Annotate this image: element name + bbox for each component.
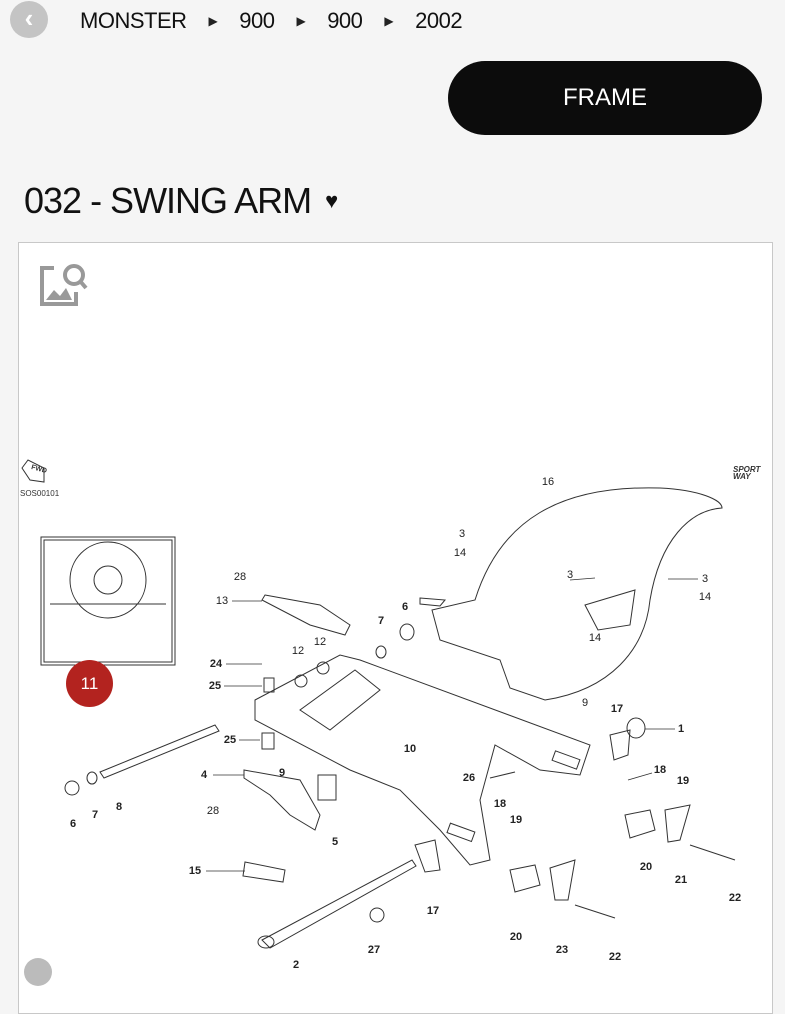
breadcrumb-item[interactable]: MONSTER [80, 8, 187, 33]
callout-label[interactable]: 3 [701, 573, 709, 585]
part-badge-11[interactable]: 11 [66, 660, 113, 707]
breadcrumb-item[interactable]: 2002 [415, 8, 463, 33]
frame-category-button[interactable]: FRAME [448, 61, 762, 135]
image-zoom-icon[interactable] [38, 262, 88, 308]
callout-label[interactable]: 7 [91, 809, 99, 821]
chevron-right-icon: ▶ [208, 14, 218, 28]
callout-label[interactable]: 25 [208, 680, 222, 692]
chevron-right-icon: ▶ [296, 14, 306, 28]
back-button[interactable]: ‹ [10, 1, 48, 38]
section-selector[interactable]: 032 - SWING ARM ♥ [24, 180, 338, 222]
callout-label[interactable]: 9 [581, 697, 589, 709]
callout-label[interactable]: 7 [377, 615, 385, 627]
callout-label[interactable]: 14 [453, 547, 467, 559]
callout-label[interactable]: 26 [462, 772, 476, 784]
callout-label[interactable]: 13 [215, 595, 229, 607]
callout-label[interactable]: 24 [209, 658, 223, 670]
callout-label[interactable]: 16 [541, 476, 555, 488]
callout-label[interactable]: 12 [291, 645, 305, 657]
callout-label[interactable]: 20 [509, 931, 523, 943]
callout-label[interactable]: 14 [698, 591, 712, 603]
page-title: 032 - SWING ARM [24, 180, 312, 221]
scroll-indicator-icon[interactable] [24, 958, 52, 986]
callout-label[interactable]: 12 [313, 636, 327, 648]
callout-label[interactable]: 25 [223, 734, 237, 746]
callout-label[interactable]: 27 [367, 944, 381, 956]
callout-label[interactable]: 22 [608, 951, 622, 963]
diagram-code: SOS00101 [20, 489, 60, 498]
diagram-panel [18, 242, 773, 1014]
callout-label[interactable]: 17 [426, 905, 440, 917]
callout-label[interactable]: 15 [188, 865, 202, 877]
callout-label[interactable]: 6 [401, 601, 409, 613]
callout-label[interactable]: 18 [493, 798, 507, 810]
chain-guard [431, 487, 723, 701]
callout-label[interactable]: 28 [233, 571, 247, 583]
callout-label[interactable]: 18 [653, 764, 667, 776]
chevron-right-icon: ▶ [384, 14, 394, 28]
fwd-arrow-icon [21, 459, 45, 483]
callout-label[interactable]: 19 [676, 775, 690, 787]
callout-label[interactable]: 14 [588, 632, 602, 644]
caret-down-icon: ♥ [325, 188, 338, 213]
callout-label[interactable]: 8 [115, 801, 123, 813]
callout-label[interactable]: 3 [458, 528, 466, 540]
inset-sprocket-image [40, 536, 176, 666]
callout-label[interactable]: 5 [331, 836, 339, 848]
breadcrumb-item[interactable]: 900 [327, 8, 363, 33]
callout-label[interactable]: 17 [610, 703, 624, 715]
swing-arm [254, 654, 591, 866]
callout-label[interactable]: 19 [509, 814, 523, 826]
callout-label[interactable]: 4 [200, 769, 208, 781]
callout-label[interactable]: 6 [69, 818, 77, 830]
callout-label[interactable]: 21 [674, 874, 688, 886]
callout-label[interactable]: 3 [566, 569, 574, 581]
callout-label[interactable]: 28 [206, 805, 220, 817]
callout-label[interactable]: 2 [292, 959, 300, 971]
callout-label[interactable]: 1 [677, 723, 685, 735]
breadcrumb: MONSTER ▶ 900 ▶ 900 ▶ 2002 [80, 8, 463, 34]
callout-label[interactable]: 20 [639, 861, 653, 873]
chevron-left-icon: ‹ [24, 3, 34, 33]
callout-label[interactable]: 10 [403, 743, 417, 755]
callout-label[interactable]: 22 [728, 892, 742, 904]
callout-label[interactable]: 23 [555, 944, 569, 956]
callout-label[interactable]: 9 [278, 767, 286, 779]
breadcrumb-item[interactable]: 900 [239, 8, 275, 33]
